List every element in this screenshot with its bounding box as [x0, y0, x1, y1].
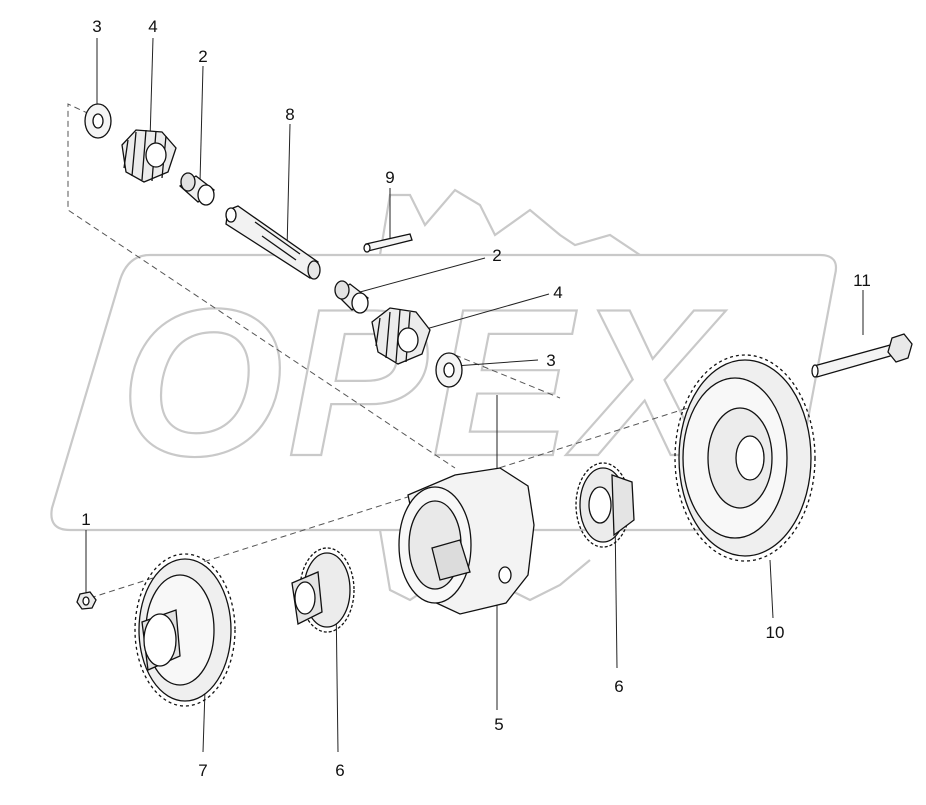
- callout-1: 1: [81, 510, 90, 529]
- washer-upper: [84, 103, 112, 139]
- callout-6-right: 6: [614, 677, 623, 696]
- watermark-text: OPEX: [120, 265, 726, 500]
- callout-2-upper: 2: [198, 47, 207, 66]
- bolt: [811, 333, 913, 378]
- callout-3-upper: 3: [92, 17, 101, 36]
- callout-11: 11: [853, 271, 871, 290]
- callout-3-lower: 3: [546, 351, 555, 370]
- bevel-pinion-upper: [121, 129, 177, 183]
- output-gear: [134, 553, 236, 707]
- side-gear-left: [291, 547, 355, 633]
- bushing-upper: [178, 172, 216, 206]
- bushing-lower: [334, 280, 370, 314]
- washer-lower: [435, 352, 463, 388]
- callout-9: 7: [198, 761, 207, 780]
- retaining-pin: [363, 233, 413, 253]
- nut: [76, 591, 97, 610]
- callout-5: 5: [494, 715, 503, 734]
- callout-4-lower: 4: [553, 283, 562, 302]
- callout-7: 8: [285, 105, 294, 124]
- callout-10: 10: [766, 623, 785, 642]
- side-gear-right: [575, 462, 635, 548]
- bevel-pinion-lower: [371, 307, 431, 365]
- callout-6-left: 6: [335, 761, 344, 780]
- callout-8: 9: [385, 168, 394, 187]
- differential-housing: [398, 467, 535, 615]
- cross-shaft: [225, 205, 321, 280]
- ring-gear: [674, 354, 816, 562]
- callout-4-upper: 4: [148, 17, 157, 36]
- callout-2-lower: 2: [492, 246, 501, 265]
- callout-labels: 3 4 2 8 9 2 4 3 11 1 5 6 10 6 7: [81, 17, 871, 780]
- leader-lines: [85, 37, 864, 753]
- watermark-logo: OPEX: [50, 188, 838, 602]
